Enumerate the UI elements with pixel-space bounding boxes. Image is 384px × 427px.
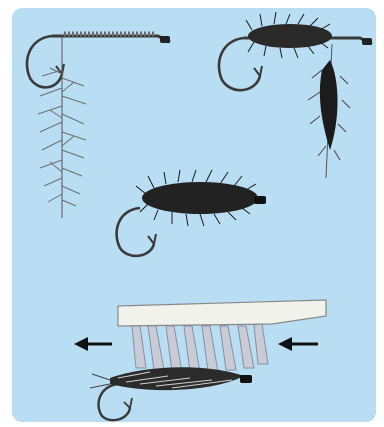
wound-body: [248, 24, 332, 48]
fly-head: [254, 196, 266, 204]
fly-body: [142, 182, 258, 214]
streamer-head: [240, 375, 252, 383]
hook-eye: [160, 36, 170, 43]
hook-eye-2: [362, 38, 372, 45]
